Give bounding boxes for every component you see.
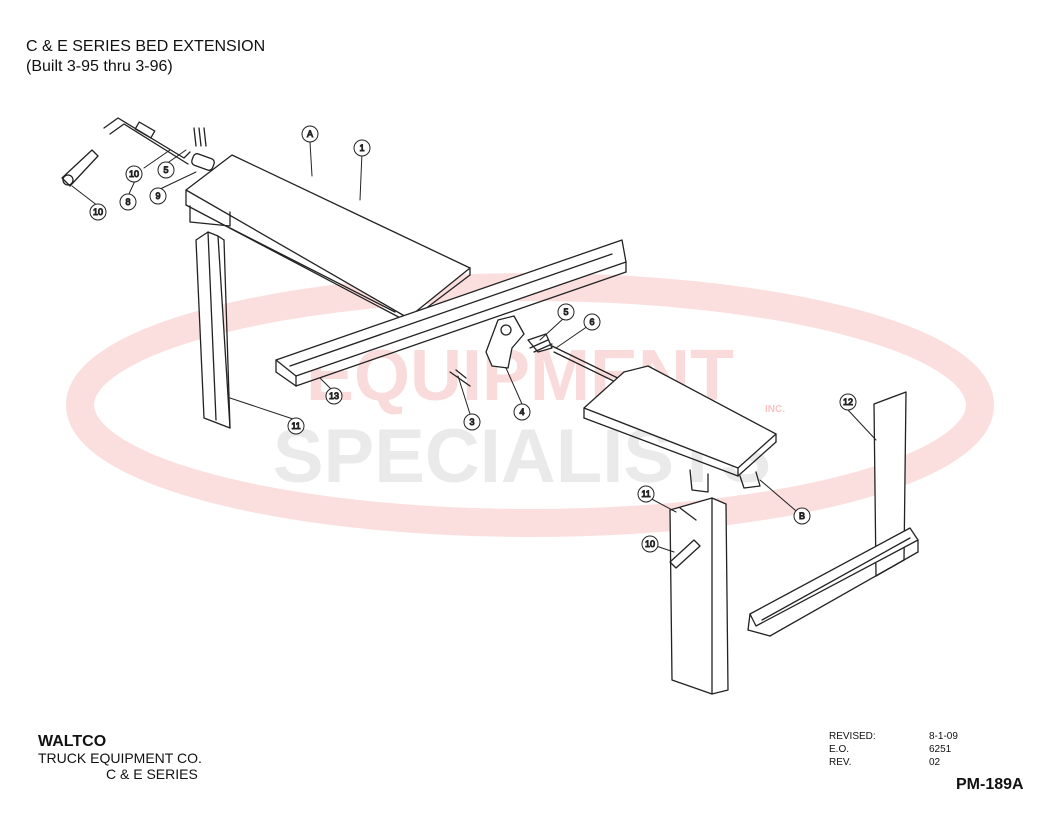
part-12-channel-upright: [747, 391, 919, 637]
svg-text:13: 13: [329, 391, 339, 401]
svg-text:10: 10: [93, 207, 103, 217]
watermark-tag: INC.: [765, 404, 785, 415]
company-block: WALTCO TRUCK EQUIPMENT CO. C & E SERIES: [38, 733, 202, 783]
svg-text:11: 11: [291, 421, 300, 431]
svg-text:9: 9: [155, 191, 160, 201]
revision-label: REV.: [829, 757, 852, 768]
revision-label: E.O.: [829, 744, 850, 755]
svg-text:1: 1: [359, 143, 364, 153]
callout-1: 1: [353, 139, 371, 157]
callout-B: B: [793, 507, 811, 525]
diagram-title-block: C & E SERIES BED EXTENSION (Built 3-95 t…: [26, 37, 265, 77]
diagram-subtitle: (Built 3-95 thru 3-96): [26, 58, 173, 75]
svg-text:4: 4: [519, 407, 524, 417]
callout-11-left: 11: [287, 417, 305, 435]
diagram-title: C & E SERIES BED EXTENSION: [26, 38, 266, 55]
callout-6: 6: [583, 313, 601, 331]
svg-text:3: 3: [469, 417, 474, 427]
revision-value: 8-1-09: [929, 731, 958, 742]
document-number: PM-189A: [956, 776, 1024, 793]
svg-text:6: 6: [589, 317, 594, 327]
callout-12: 12: [839, 393, 857, 411]
svg-text:10: 10: [645, 539, 655, 549]
revision-value: 6251: [929, 744, 952, 755]
callout-8: 8: [119, 193, 137, 211]
crank-handle-assembly: [61, 117, 215, 187]
company-series: C & E SERIES: [106, 766, 198, 782]
svg-text:12: 12: [843, 397, 853, 407]
hinge-assembly: [449, 315, 633, 391]
part-13-channel: [275, 239, 627, 387]
callout-10-left: 10: [89, 203, 107, 221]
svg-text:5: 5: [563, 307, 568, 317]
part-11-right-leg: [669, 497, 729, 695]
svg-text:10: 10: [129, 169, 139, 179]
callout-9: 9: [149, 187, 167, 205]
revision-table: REVISED: 8-1-09 E.O. 6251 REV. 02: [829, 730, 958, 769]
revision-label: REVISED:: [829, 731, 876, 742]
callout-11-right: 11: [637, 485, 655, 503]
lower-bed-plate: [583, 365, 777, 493]
part-11-left-leg: [195, 231, 231, 429]
callout-bubbles: A 1 10 5 8 9 10 13 5 6 3 4 11 12 11 10 B: [89, 125, 857, 553]
svg-text:11: 11: [641, 489, 650, 499]
callout-13: 13: [325, 387, 343, 405]
callout-10-upper: 10: [125, 165, 143, 183]
revision-row: E.O. 6251: [829, 743, 958, 756]
part-1-bed-plate: [185, 154, 471, 323]
callout-5-center: 5: [557, 303, 575, 321]
svg-text:8: 8: [125, 197, 130, 207]
svg-text:A: A: [307, 129, 313, 139]
company-brand: WALTCO: [38, 733, 107, 750]
callout-5-upper: 5: [157, 161, 175, 179]
callout-3: 3: [463, 413, 481, 431]
company-name: TRUCK EQUIPMENT CO.: [38, 750, 202, 766]
callout-A: A: [301, 125, 319, 143]
revision-row: REVISED: 8-1-09: [829, 730, 958, 743]
callout-4: 4: [513, 403, 531, 421]
revision-row: REV. 02: [829, 756, 958, 769]
svg-text:B: B: [799, 511, 805, 521]
svg-text:5: 5: [163, 165, 168, 175]
revision-value: 02: [929, 757, 941, 768]
callout-10-right: 10: [641, 535, 659, 553]
